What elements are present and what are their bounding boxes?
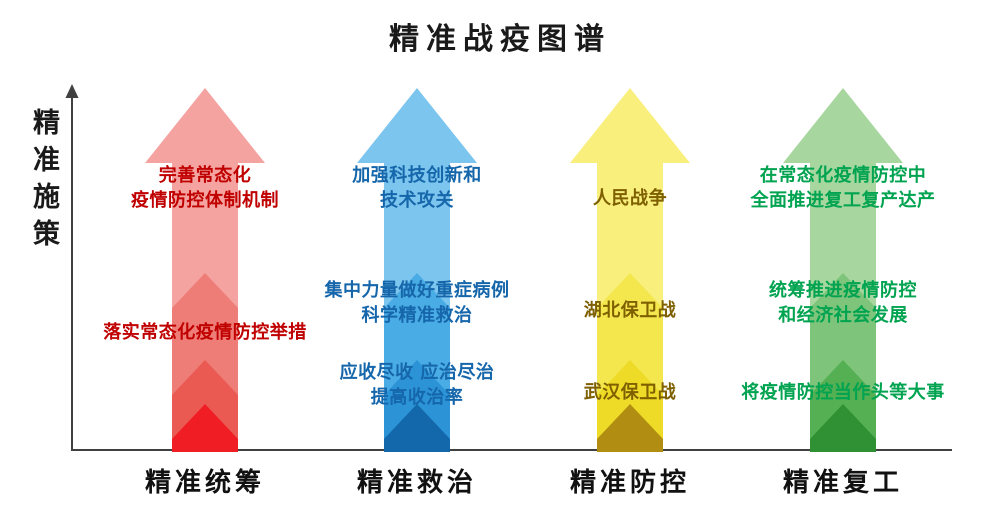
- arrow-fugong: [783, 88, 903, 452]
- text-line: 统筹推进疫情防控: [769, 280, 917, 301]
- text-line: 落实常态化疫情防控举措: [103, 322, 307, 343]
- arrow-text-block: 应收尽收 应治尽治 提高收治率: [297, 360, 537, 410]
- column-label-jiuzhi: 精准救治: [356, 468, 477, 498]
- arrow-text-block: 完善常态化 疫情防控体制机制: [85, 163, 325, 213]
- text-line: 将疫情防控当作头等大事: [741, 382, 945, 403]
- arrow-text-block: 人民战争: [510, 186, 750, 211]
- arrow-jiuzhi: [357, 88, 477, 452]
- arrow-text-block: 在常态化疫情防控中 全面推进复工复产达产: [723, 163, 963, 213]
- text-line: 集中力量做好重症病例: [324, 280, 510, 301]
- text-line: 全面推进复工复产达产: [750, 190, 936, 211]
- arrow-text-block: 湖北保卫战: [510, 298, 750, 323]
- text-line: 湖北保卫战: [583, 300, 677, 321]
- arrow-tip: [597, 404, 663, 452]
- column-label-fugong: 精准复工: [782, 468, 903, 498]
- arrow-tip: [172, 404, 238, 452]
- text-line: 提高收治率: [370, 387, 464, 408]
- y-axis-arrowhead-icon: [65, 84, 79, 98]
- y-axis-label: 精准施策: [28, 108, 59, 256]
- arrow-tip: [810, 404, 876, 452]
- text-line: 疫情防控体制机制: [131, 190, 279, 211]
- column-label-tongchou: 精准统筹: [144, 468, 265, 498]
- text-line: 和经济社会发展: [778, 305, 908, 326]
- text-line: 完善常态化: [158, 165, 252, 186]
- text-line: 技术攻关: [380, 190, 454, 211]
- arrow-text-block: 落实常态化疫情防控举措: [85, 320, 325, 345]
- text-line: 人民战争: [593, 188, 667, 209]
- arrow-text-block: 将疫情防控当作头等大事: [723, 380, 963, 405]
- arrow-text-block: 集中力量做好重症病例 科学精准救治: [297, 278, 537, 328]
- text-line: 应收尽收 应治尽治: [339, 362, 495, 383]
- arrow-tongchou: [145, 88, 265, 452]
- arrow-text-block: 武汉保卫战: [510, 380, 750, 405]
- column-label-fangkong: 精准防控: [569, 468, 690, 498]
- text-line: 加强科技创新和: [352, 165, 482, 186]
- text-line: 武汉保卫战: [583, 382, 677, 403]
- diagram-title: 精准战疫图谱: [389, 22, 611, 57]
- arrow-text-block: 加强科技创新和 技术攻关: [297, 163, 537, 213]
- arrow-tip: [384, 404, 450, 452]
- arrow-fangkong: [570, 88, 690, 452]
- text-line: 在常态化疫情防控中: [759, 165, 927, 186]
- arrow-text-block: 统筹推进疫情防控 和经济社会发展: [723, 278, 963, 328]
- text-line: 科学精准救治: [361, 305, 473, 326]
